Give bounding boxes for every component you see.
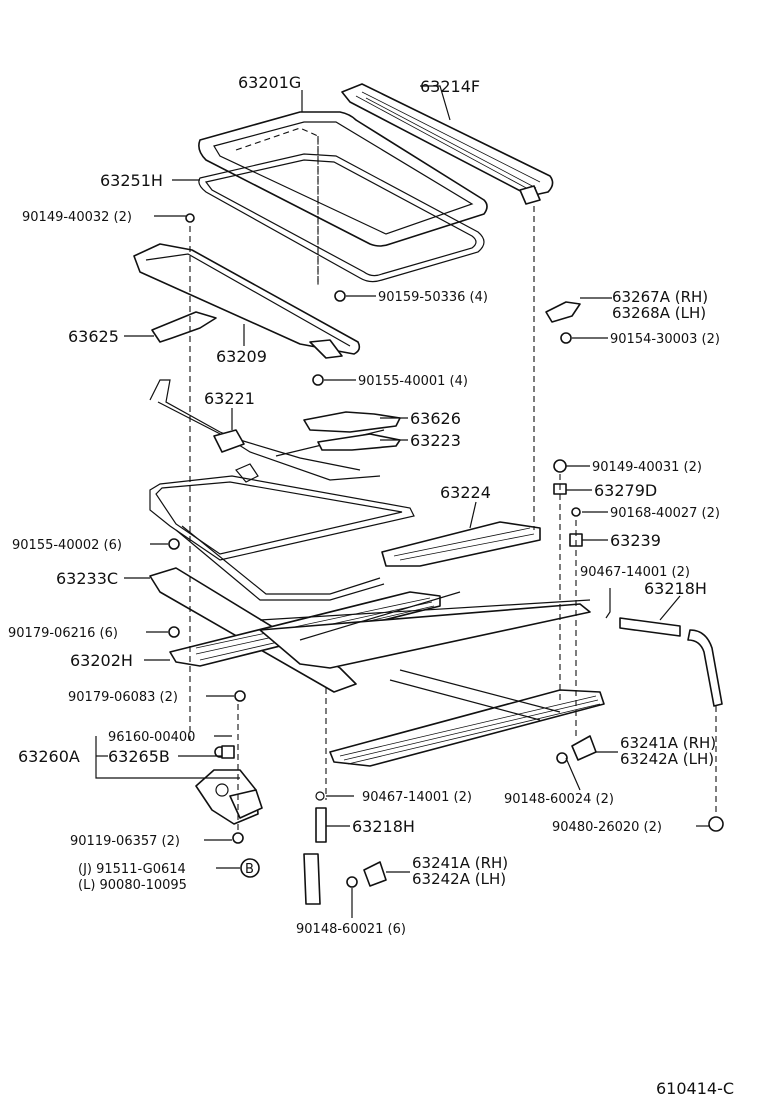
- housing-frame: [149, 475, 415, 601]
- guide-plates: [303, 411, 401, 451]
- label-91511-G0614: (J) 91511-G0614: [78, 862, 186, 877]
- label-63251H: 63251H: [100, 171, 163, 190]
- marker-b-circle: [240, 858, 260, 878]
- label-63241A-a: 63241A (RH): [620, 734, 716, 752]
- label-96160-00400: 96160-00400: [108, 730, 195, 745]
- sunshade-frame: [133, 243, 361, 359]
- label-63625: 63625: [68, 327, 119, 346]
- label-90480-26020: 90480-26020 (2): [552, 820, 662, 835]
- label-63260A: 63260A: [18, 747, 80, 766]
- label-63265B: 63265B: [108, 747, 170, 766]
- label-63267A: 63267A (RH): [612, 288, 708, 306]
- label-90155-40002: 90155-40002 (6): [12, 538, 122, 553]
- drain-hoses: [303, 617, 723, 905]
- label-63241A-b: 63241A (RH): [412, 854, 508, 872]
- drawing-code: 610414-C: [656, 1079, 734, 1098]
- label-63224: 63224: [440, 483, 491, 502]
- weatherstrip-seal: [198, 153, 485, 283]
- label-63268A: 63268A (LH): [612, 304, 706, 322]
- label-90149-40031: 90149-40031 (2): [592, 460, 702, 475]
- sunroof-motor: [195, 745, 263, 825]
- label-90119-06357: 90119-06357 (2): [70, 834, 180, 849]
- label-90148-60024: 90148-60024 (2): [504, 792, 614, 807]
- label-63626: 63626: [410, 409, 461, 428]
- assembly-centerlines: [189, 136, 717, 830]
- label-90467-14001-a: 90467-14001 (2): [580, 565, 690, 580]
- label-90179-06216: 90179-06216 (6): [8, 626, 118, 641]
- label-90155-40001: 90155-40001 (4): [358, 374, 468, 389]
- wind-deflector: [341, 83, 554, 205]
- label-90467-14001-b: 90467-14001 (2): [362, 790, 472, 805]
- label-63279D: 63279D: [594, 481, 657, 500]
- label-63223: 63223: [410, 431, 461, 450]
- label-63239: 63239: [610, 531, 661, 550]
- label-63201G: 63201G: [238, 73, 301, 92]
- label-90080-10095: (L) 90080-10095: [78, 878, 187, 893]
- label-63242A-a: 63242A (LH): [620, 750, 714, 768]
- label-63209: 63209: [216, 347, 267, 366]
- label-63221: 63221: [204, 389, 255, 408]
- drive-cable-assembly: [149, 379, 385, 483]
- label-90168-40027: 90168-40027 (2): [610, 506, 720, 521]
- label-90149-40032: 90149-40032 (2): [22, 210, 132, 225]
- label-90179-06083: 90179-06083 (2): [68, 690, 178, 705]
- label-63242A-b: 63242A (LH): [412, 870, 506, 888]
- label-63218H-b: 63218H: [352, 817, 415, 836]
- label-90148-60021: 90148-60021 (6): [296, 922, 406, 937]
- label-63202H: 63202H: [70, 651, 133, 670]
- label-90159-50336: 90159-50336 (4): [378, 290, 488, 305]
- marker-b-label: B: [245, 862, 254, 877]
- label-63233C: 63233C: [56, 569, 118, 588]
- hose-clips: [346, 735, 597, 888]
- leader-lines: [95, 85, 710, 918]
- sunroof-housing-tracks: [149, 567, 605, 767]
- label-90154-30003: 90154-30003 (2): [610, 332, 720, 347]
- label-63218H-a: 63218H: [644, 579, 707, 598]
- rear-guide-rail: [381, 521, 541, 567]
- label-63214F: 63214F: [420, 77, 480, 96]
